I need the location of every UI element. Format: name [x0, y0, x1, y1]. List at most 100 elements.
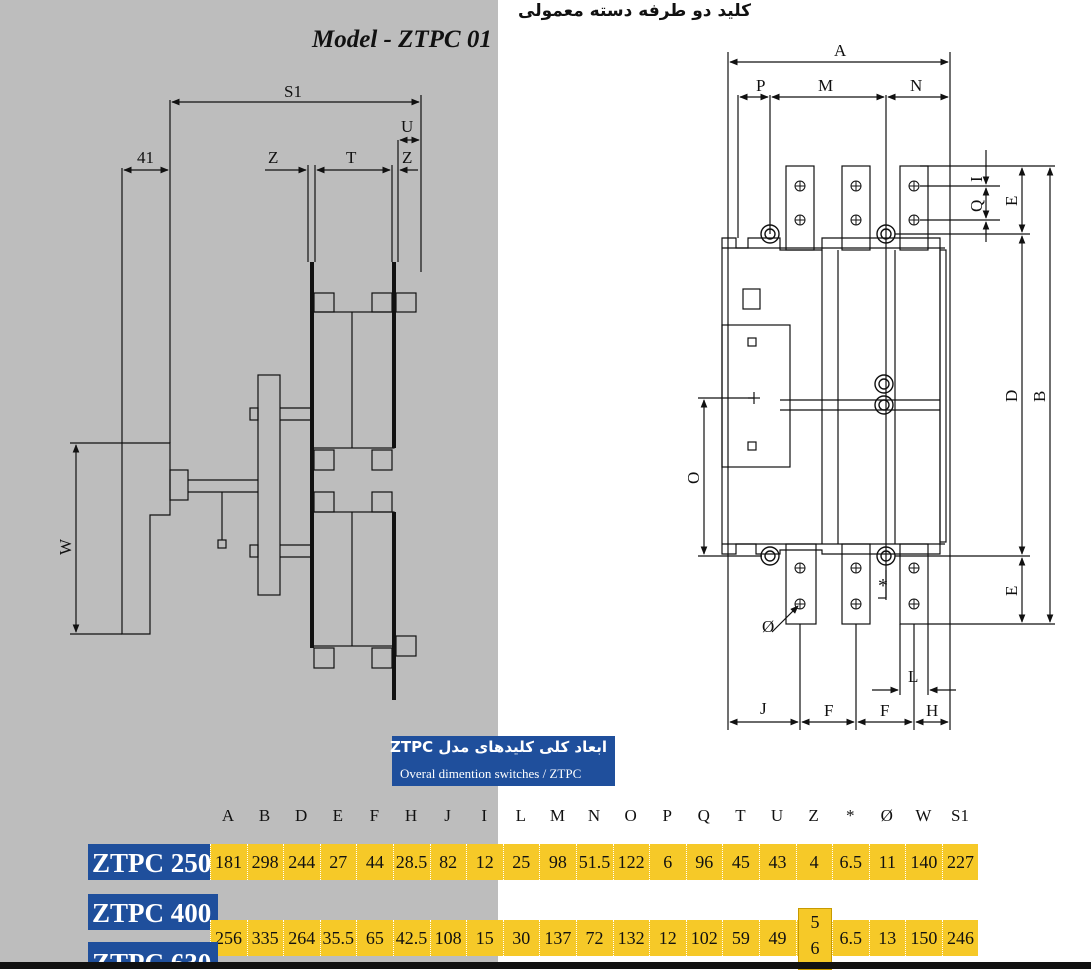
dim-label-star: *	[878, 575, 888, 597]
column-header: Q	[697, 806, 710, 825]
table-cell: 28.5	[393, 844, 429, 880]
z-shared-cell: 5 6	[798, 908, 832, 970]
badge-english-text: Overal dimention switches / ZTPC	[400, 766, 582, 781]
column-header: P	[662, 806, 672, 825]
dim-label-u: U	[401, 117, 413, 136]
table-cell: 264	[283, 920, 319, 956]
table-cell: 132	[612, 920, 649, 956]
table-cell: 98	[539, 844, 575, 880]
table-cell: 15	[466, 920, 502, 956]
table-cell: 150	[905, 920, 941, 956]
side-view	[70, 95, 422, 700]
dim-label-w: W	[56, 538, 75, 555]
dim-label-m: M	[818, 76, 833, 95]
table-cell: 11	[868, 844, 905, 880]
table-cell: 44	[356, 844, 392, 880]
column-header: D	[295, 806, 308, 825]
column-header: F	[369, 806, 380, 825]
badge-persian-text: ابعاد کلی کلیدهای مدل ZTPC	[390, 738, 607, 756]
table-cell: 51.5	[576, 844, 612, 880]
table-cell: 13	[868, 920, 905, 956]
column-header: B	[258, 806, 271, 825]
dim-label-p: P	[756, 76, 765, 95]
table-cell: 42.5	[393, 920, 429, 956]
table-cell: 256	[210, 920, 246, 956]
dim-label-s1: S1	[284, 82, 302, 101]
dim-label-h: H	[926, 701, 938, 720]
dim-label-b: B	[1030, 391, 1049, 402]
table-cell: 335	[246, 920, 283, 956]
table-cell: 72	[576, 920, 612, 956]
table-cell: 102	[685, 920, 722, 956]
front-view	[698, 52, 1055, 730]
table-cell: 4	[795, 844, 832, 880]
table-cell: 59	[722, 920, 758, 956]
table-cell: 65	[356, 920, 392, 956]
table-cell: 35.5	[319, 920, 356, 956]
table-cell: 43	[759, 844, 795, 880]
table-cell: 244	[283, 844, 319, 880]
column-header: T	[735, 806, 746, 825]
table-cell: 27	[319, 844, 356, 880]
persian-title: کلید دو طرفه دسته معمولی	[518, 1, 752, 21]
table-cell: 12	[466, 844, 502, 880]
column-header: H	[404, 806, 418, 825]
column-header: U	[770, 806, 784, 825]
table-cell: 82	[429, 844, 466, 880]
bottom-border	[0, 962, 1091, 969]
dim-label-phi: Ø	[762, 617, 774, 636]
dim-label-z-left: Z	[268, 148, 278, 167]
table-cell	[795, 920, 832, 956]
z-value-400: 5	[810, 912, 820, 932]
column-header: O	[624, 806, 637, 825]
dim-label-t: T	[346, 148, 357, 167]
dim-label-i: I	[967, 176, 986, 182]
dim-label-e-top: E	[1002, 196, 1021, 206]
table-cell: 181	[210, 844, 246, 880]
z-value-630: 6	[810, 938, 820, 958]
column-header: M	[549, 806, 565, 825]
table-cell: 12	[649, 920, 685, 956]
row-label-ztpc-250: ZTPC 250	[88, 844, 211, 880]
column-header: L	[515, 806, 526, 825]
column-header: N	[587, 806, 601, 825]
table-cell: 30	[502, 920, 539, 956]
table-cell: 49	[759, 920, 795, 956]
dim-label-l: L	[908, 667, 918, 686]
table-cell: 298	[246, 844, 283, 880]
dim-label-z-right: Z	[402, 148, 412, 167]
dim-label-n: N	[910, 76, 922, 95]
table-cell: 6.5	[832, 844, 868, 880]
dim-label-f2: F	[880, 701, 889, 720]
dim-label-j: J	[760, 699, 767, 718]
table-cell: 227	[942, 844, 978, 880]
dim-label-d: D	[1002, 390, 1021, 402]
table-cell: 45	[722, 844, 758, 880]
table-cell: 96	[685, 844, 722, 880]
table-cell: 25	[502, 844, 539, 880]
dim-label-e-bottom: E	[1002, 586, 1021, 596]
column-header: S1	[951, 806, 969, 825]
table-cell: 6	[649, 844, 685, 880]
table-cell: 6.5	[832, 920, 868, 956]
table-cell: 122	[612, 844, 649, 880]
table-title-badge: ابعاد کلی کلیدهای مدل ZTPC Overal diment…	[390, 736, 615, 786]
table-cell: 140	[905, 844, 941, 880]
column-header: E	[332, 806, 343, 825]
table-cell: 108	[429, 920, 466, 956]
column-header: Ø	[880, 806, 893, 825]
dim-label-a: A	[834, 41, 847, 60]
dim-label-f1: F	[824, 701, 833, 720]
table-cell: 137	[539, 920, 575, 956]
column-header: Z	[808, 806, 819, 825]
row-label-ztpc-400: ZTPC 400	[88, 894, 218, 930]
dim-label-q: Q	[967, 200, 986, 212]
gray-background-panel	[0, 0, 498, 969]
dim-label-o: O	[684, 472, 703, 484]
column-header: I	[481, 806, 488, 825]
column-header: W	[915, 806, 932, 825]
